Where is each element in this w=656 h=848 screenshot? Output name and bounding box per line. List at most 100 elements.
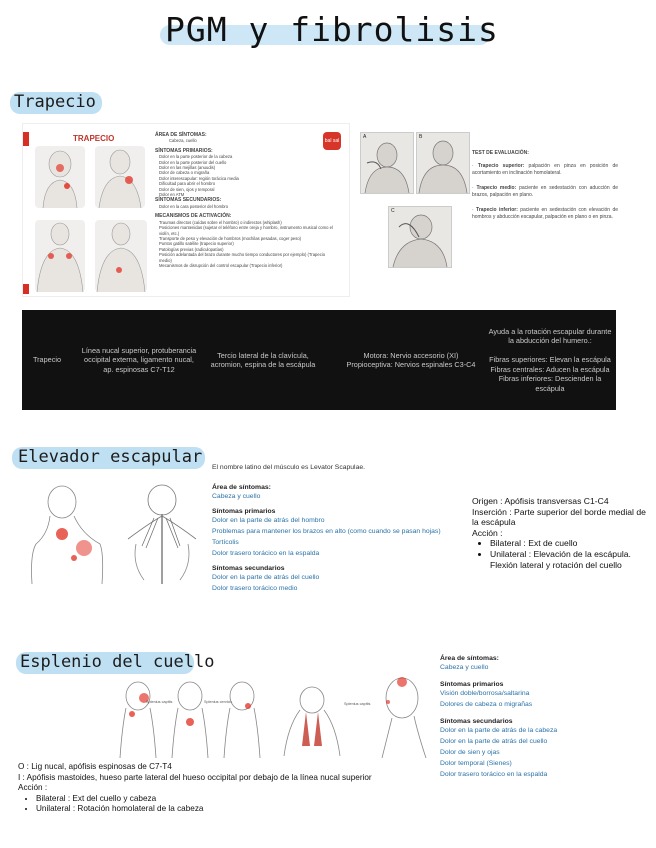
- elevador-figure: [26, 484, 106, 585]
- red-marker: [23, 284, 29, 294]
- symptom-link[interactable]: Dolor trasero torácico en la espalda: [440, 771, 548, 778]
- symptom-link[interactable]: Tortícolis: [212, 539, 239, 546]
- insertion-text: I : Apófisis mastoides, hueso parte late…: [18, 772, 372, 782]
- test-text: TEST DE EVALUACIÓN: · Trapecio superior:…: [472, 150, 619, 220]
- table-cell-origin: Línea nucal superior, protuberancia occi…: [81, 345, 197, 374]
- action-item: Bilateral : Ext de cuello: [490, 538, 648, 549]
- symptom-link[interactable]: Visión doble/borrosa/saltarina: [440, 690, 530, 697]
- area-heading: ÁREA DE SÍNTOMAS:: [155, 132, 207, 138]
- section-highlight: [12, 447, 205, 469]
- trapecio-summary-table: Trapecio Línea nucal superior, protubera…: [22, 310, 616, 410]
- elevador-anatomy-figure: [118, 484, 206, 584]
- esplenio-figure: [222, 678, 262, 759]
- section-highlight: [10, 92, 102, 114]
- secondary-heading: Síntomas secundarios: [212, 565, 285, 572]
- symptom-link[interactable]: Dolor temporal (Sienes): [440, 760, 512, 767]
- sheet-heading: TRAPECIO: [73, 134, 115, 143]
- section-highlight: [16, 652, 194, 674]
- action-label: Acción :: [472, 527, 503, 538]
- test-image-c: C: [388, 206, 452, 268]
- list-item: Dolor de cabeza o migraña: [159, 170, 210, 176]
- symptom-link[interactable]: Dolor en la parte de atrás del hombro: [212, 517, 325, 524]
- list-item: Dolor en ATM: [159, 192, 185, 198]
- sheet-text: ÁREA DE SÍNTOMAS: Cabeza, cuello SÍNTOMA…: [155, 132, 335, 268]
- esplenio-head-figure: [378, 674, 430, 759]
- test-label: Trapecio superior:: [477, 163, 525, 169]
- origin-text: Origen : Apófisis transversas C1-C4: [472, 496, 609, 506]
- elevador-symptoms: Área de síntomas: Cabeza y cuello Síntom…: [212, 484, 462, 594]
- symptom-link[interactable]: Dolor trasero torácico medio: [212, 585, 298, 592]
- page-title: PGM y fibrolisis: [165, 10, 499, 49]
- brand-logo: bal sal: [323, 132, 341, 150]
- area-heading: Área de síntomas:: [440, 655, 499, 662]
- insertion-text: Inserción : Parte superior del borde med…: [472, 506, 646, 528]
- elevador-anatomy-notes: Origen : Apófisis transversas C1-C4 Inse…: [472, 496, 648, 570]
- list-item: Posiciones mantenidas (sujetar el teléfo…: [159, 225, 333, 236]
- trigger-point-figure: [95, 146, 145, 209]
- test-label: Trapecio inferior:: [476, 207, 518, 213]
- trapecio-sheet: TRAPECIO ÁREA DE SÍNTOMAS: Cabeza, cuell…: [22, 123, 350, 297]
- action-item: Unilateral : Rotación homolateral de la …: [36, 804, 438, 815]
- section-title-elevador: Elevador escapular: [18, 447, 203, 467]
- esplenio-figure: [170, 678, 210, 759]
- latin-name: El nombre latino del músculo es Levator …: [212, 464, 366, 471]
- table-cell-insertion: Tercio lateral de la clavícula, acromion…: [210, 350, 316, 370]
- symptom-link[interactable]: Dolor de sien y ojas: [440, 749, 500, 756]
- title-highlight: [160, 25, 490, 45]
- trigger-point-figure: [95, 220, 147, 293]
- area-link[interactable]: Cabeza y cuello: [212, 493, 261, 500]
- list-item: Puntos gatillo satélite (trapecio superi…: [159, 241, 234, 247]
- list-item: Mecanismos de disrupción del control esc…: [159, 262, 283, 268]
- table-cell-innervation: Motora: Nervio accesorio (XI) Propiocept…: [346, 350, 476, 370]
- list-item: Dolor de sien, ojos y temporal: [159, 186, 215, 192]
- test-description: paciente en sedestación con aducción de …: [472, 185, 619, 198]
- list-item: Dolor en la cara posterior del hombro: [159, 203, 229, 209]
- test-label: Trapecio medio:: [476, 185, 517, 191]
- test-image-b: B: [416, 132, 470, 194]
- test-image-a: A: [360, 132, 414, 194]
- symptom-link[interactable]: Problemas para mantener los brazos en al…: [212, 528, 441, 535]
- list-item: Dificultad para abrir el hombro: [159, 181, 216, 187]
- symptom-link[interactable]: Dolor trasero torácico en la espalda: [212, 550, 320, 557]
- list-item: Patologías previas (radiculopatías): [159, 246, 224, 252]
- primary-heading: Síntomas primarios: [212, 508, 276, 515]
- secondary-heading: Síntomas secundarios: [440, 718, 513, 725]
- list-item: Dolor en las mejillas (anuudis): [159, 165, 216, 171]
- action-label: Acción :: [18, 783, 48, 793]
- trigger-point-figure: [35, 146, 85, 209]
- action-item: Bilateral : Ext del cuello y cabeza: [36, 794, 438, 805]
- origin-text: O : Lig nucal, apófisis espinosas de C7-…: [18, 762, 172, 771]
- symptom-link[interactable]: Dolor en la parte de atrás del cuello: [440, 738, 548, 745]
- esplenio-symptoms: Área de síntomas: Cabeza y cuello Síntom…: [440, 655, 650, 780]
- secondary-heading: SÍNTOMAS SECUNDARIOS:: [155, 197, 222, 204]
- figure-label: Splenius capitis: [146, 700, 173, 704]
- area-heading: Área de síntomas:: [212, 484, 271, 491]
- list-item: Dolor en la parte posterior del cuello: [159, 159, 227, 165]
- esplenio-anatomy-figure: [282, 686, 342, 757]
- section-title-trapecio: Trapecio: [14, 92, 96, 112]
- symptom-link[interactable]: Dolores de cabeza o migrañas: [440, 701, 533, 708]
- list-item: Posición adelantada del brazo durante mu…: [159, 252, 326, 263]
- table-cell-name: Trapecio: [32, 355, 62, 365]
- test-description: paciente en sedestación con elevación de…: [472, 207, 619, 220]
- figure-label: Splenius capitis: [344, 702, 371, 706]
- trigger-point-figure: [35, 220, 85, 293]
- area-value: Cabeza, cuello: [169, 138, 197, 144]
- list-item: Dolor interescapular: región torácica me…: [159, 175, 239, 181]
- symptom-link[interactable]: Dolor en la parte de atrás del cuello: [212, 574, 320, 581]
- image-label: A: [363, 134, 367, 140]
- primary-heading: SÍNTOMAS PRIMARIOS:: [155, 147, 213, 154]
- primary-heading: Síntomas primarios: [440, 681, 504, 688]
- list-item: Traumas directos (caídas sobre el hombro…: [159, 219, 282, 225]
- list-item: Dolor en la parte posterior de la cabeza: [159, 154, 233, 160]
- action-item: Unilateral : Elevación de la escápula. F…: [490, 549, 648, 570]
- area-link[interactable]: Cabeza y cuello: [440, 664, 489, 671]
- section-title-esplenio: Esplenio del cuello: [20, 652, 215, 672]
- list-item: Transporte de peso y elevación de hombro…: [159, 235, 302, 241]
- table-cell-action: Ayuda a la rotación escapular durante la…: [488, 326, 612, 393]
- test-heading: TEST DE EVALUACIÓN:: [472, 150, 529, 156]
- esplenio-anatomy-notes: O : Lig nucal, apófisis espinosas de C7-…: [18, 762, 438, 815]
- symptom-link[interactable]: Dolor en la parte de atrás de la cabeza: [440, 727, 558, 734]
- figure-label: Splenius cervicis: [204, 700, 233, 704]
- mechanisms-heading: MECANISMOS DE ACTIVACIÓN:: [155, 213, 232, 220]
